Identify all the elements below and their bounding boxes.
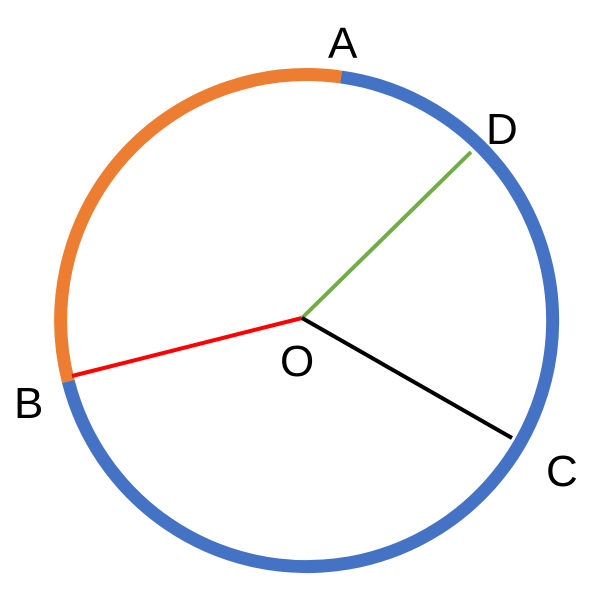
minor-arc-AB <box>54 68 342 384</box>
label-point-a: A <box>328 19 358 68</box>
label-point-o: O <box>280 337 314 386</box>
radius-OD <box>300 150 473 320</box>
radius-OB <box>71 316 303 378</box>
radius-OC <box>301 316 513 440</box>
label-point-b: B <box>14 379 43 428</box>
major-arc-ADCB <box>62 70 560 574</box>
label-point-c: C <box>546 447 578 496</box>
label-point-d: D <box>486 105 518 154</box>
